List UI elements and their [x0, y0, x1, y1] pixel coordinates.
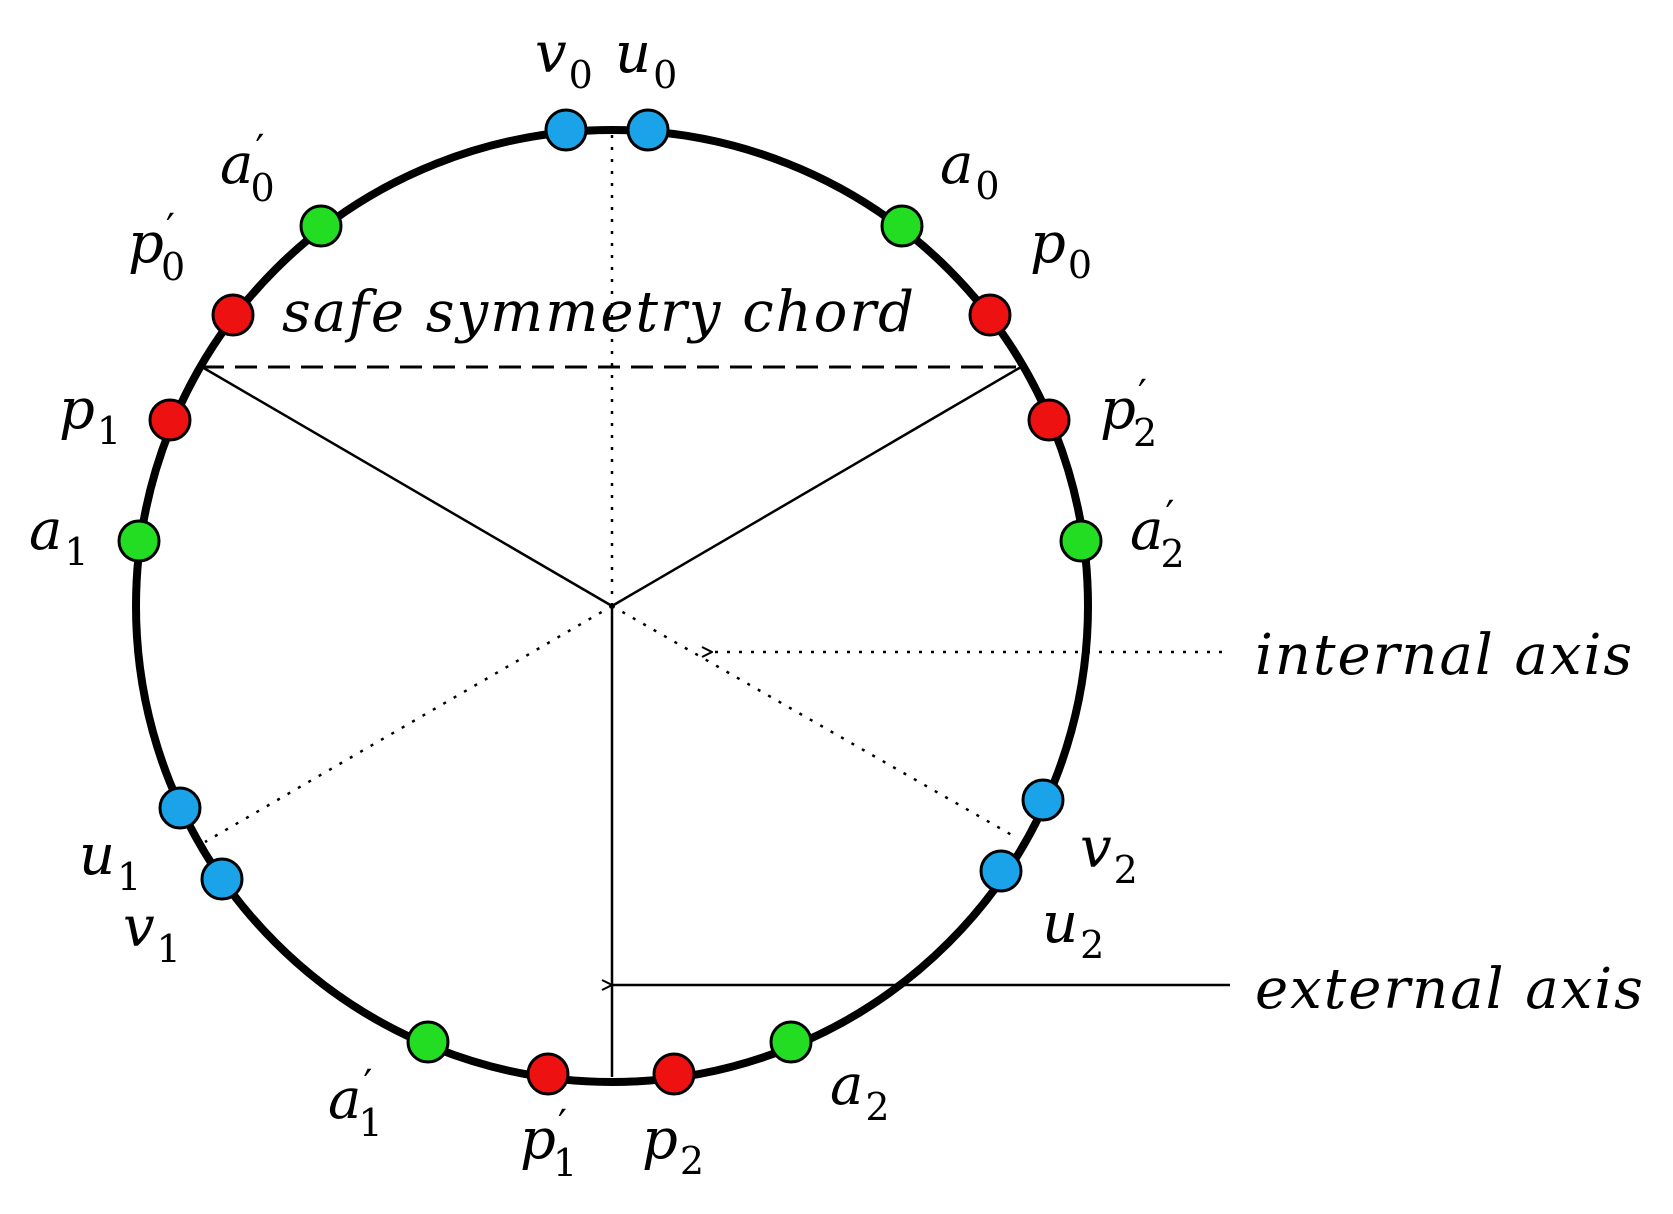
- dotted-axis-lower-right: [611, 604, 1018, 840]
- label-v1: v1: [123, 895, 181, 971]
- point-u1: [158, 786, 202, 830]
- points-layer: [117, 108, 1103, 1096]
- label-p1: p1: [59, 377, 121, 453]
- dotted-axis-lower-left: [204, 604, 613, 844]
- outer-circle: [132, 126, 1092, 1086]
- label-p1p: p′1: [520, 1102, 577, 1185]
- point-v1: [200, 857, 244, 901]
- point-v0: [544, 108, 588, 152]
- point-p1: [148, 398, 192, 442]
- point-p1p: [526, 1052, 570, 1096]
- label-a1p: a′1: [328, 1062, 383, 1145]
- point-p0: [968, 293, 1012, 337]
- point-a0: [880, 204, 924, 248]
- point-p2: [652, 1052, 696, 1096]
- label-p0p: p′0: [128, 206, 185, 289]
- label-u2b: v2: [1080, 816, 1138, 892]
- external-axis-label: external axis: [1255, 957, 1645, 1022]
- point-a2p: [1059, 519, 1103, 563]
- label-u1: u1: [79, 823, 141, 899]
- chord-label: safe symmetry chord: [282, 280, 916, 345]
- point-a1p: [406, 1020, 450, 1064]
- label-p2: p2: [642, 1107, 704, 1183]
- point-a0p: [299, 204, 343, 248]
- point-u2: [979, 849, 1023, 893]
- label-a2p: a′2: [1130, 493, 1185, 576]
- label-a1: a1: [29, 498, 89, 574]
- solid-axis-upper-right: [611, 365, 1022, 608]
- point-a1: [117, 519, 161, 563]
- label-a2: a2: [830, 1053, 890, 1129]
- label-v0: v0: [535, 21, 593, 97]
- point-p2p: [1027, 398, 1071, 442]
- label-a0: a0: [940, 132, 1000, 208]
- label-u2: u2: [1042, 891, 1104, 967]
- point-u2b: [1021, 778, 1065, 822]
- label-u0: u0: [615, 21, 677, 97]
- point-a2: [769, 1020, 813, 1064]
- internal-axis-label: internal axis: [1255, 623, 1634, 688]
- label-p2p: p′2: [1100, 372, 1157, 455]
- point-p0p: [211, 293, 255, 337]
- label-p0: p0: [1030, 211, 1092, 287]
- point-u0: [626, 108, 670, 152]
- axes-group: [201, 130, 1230, 1077]
- label-a0p: a′0: [220, 127, 275, 210]
- solid-axis-upper-left: [201, 365, 613, 608]
